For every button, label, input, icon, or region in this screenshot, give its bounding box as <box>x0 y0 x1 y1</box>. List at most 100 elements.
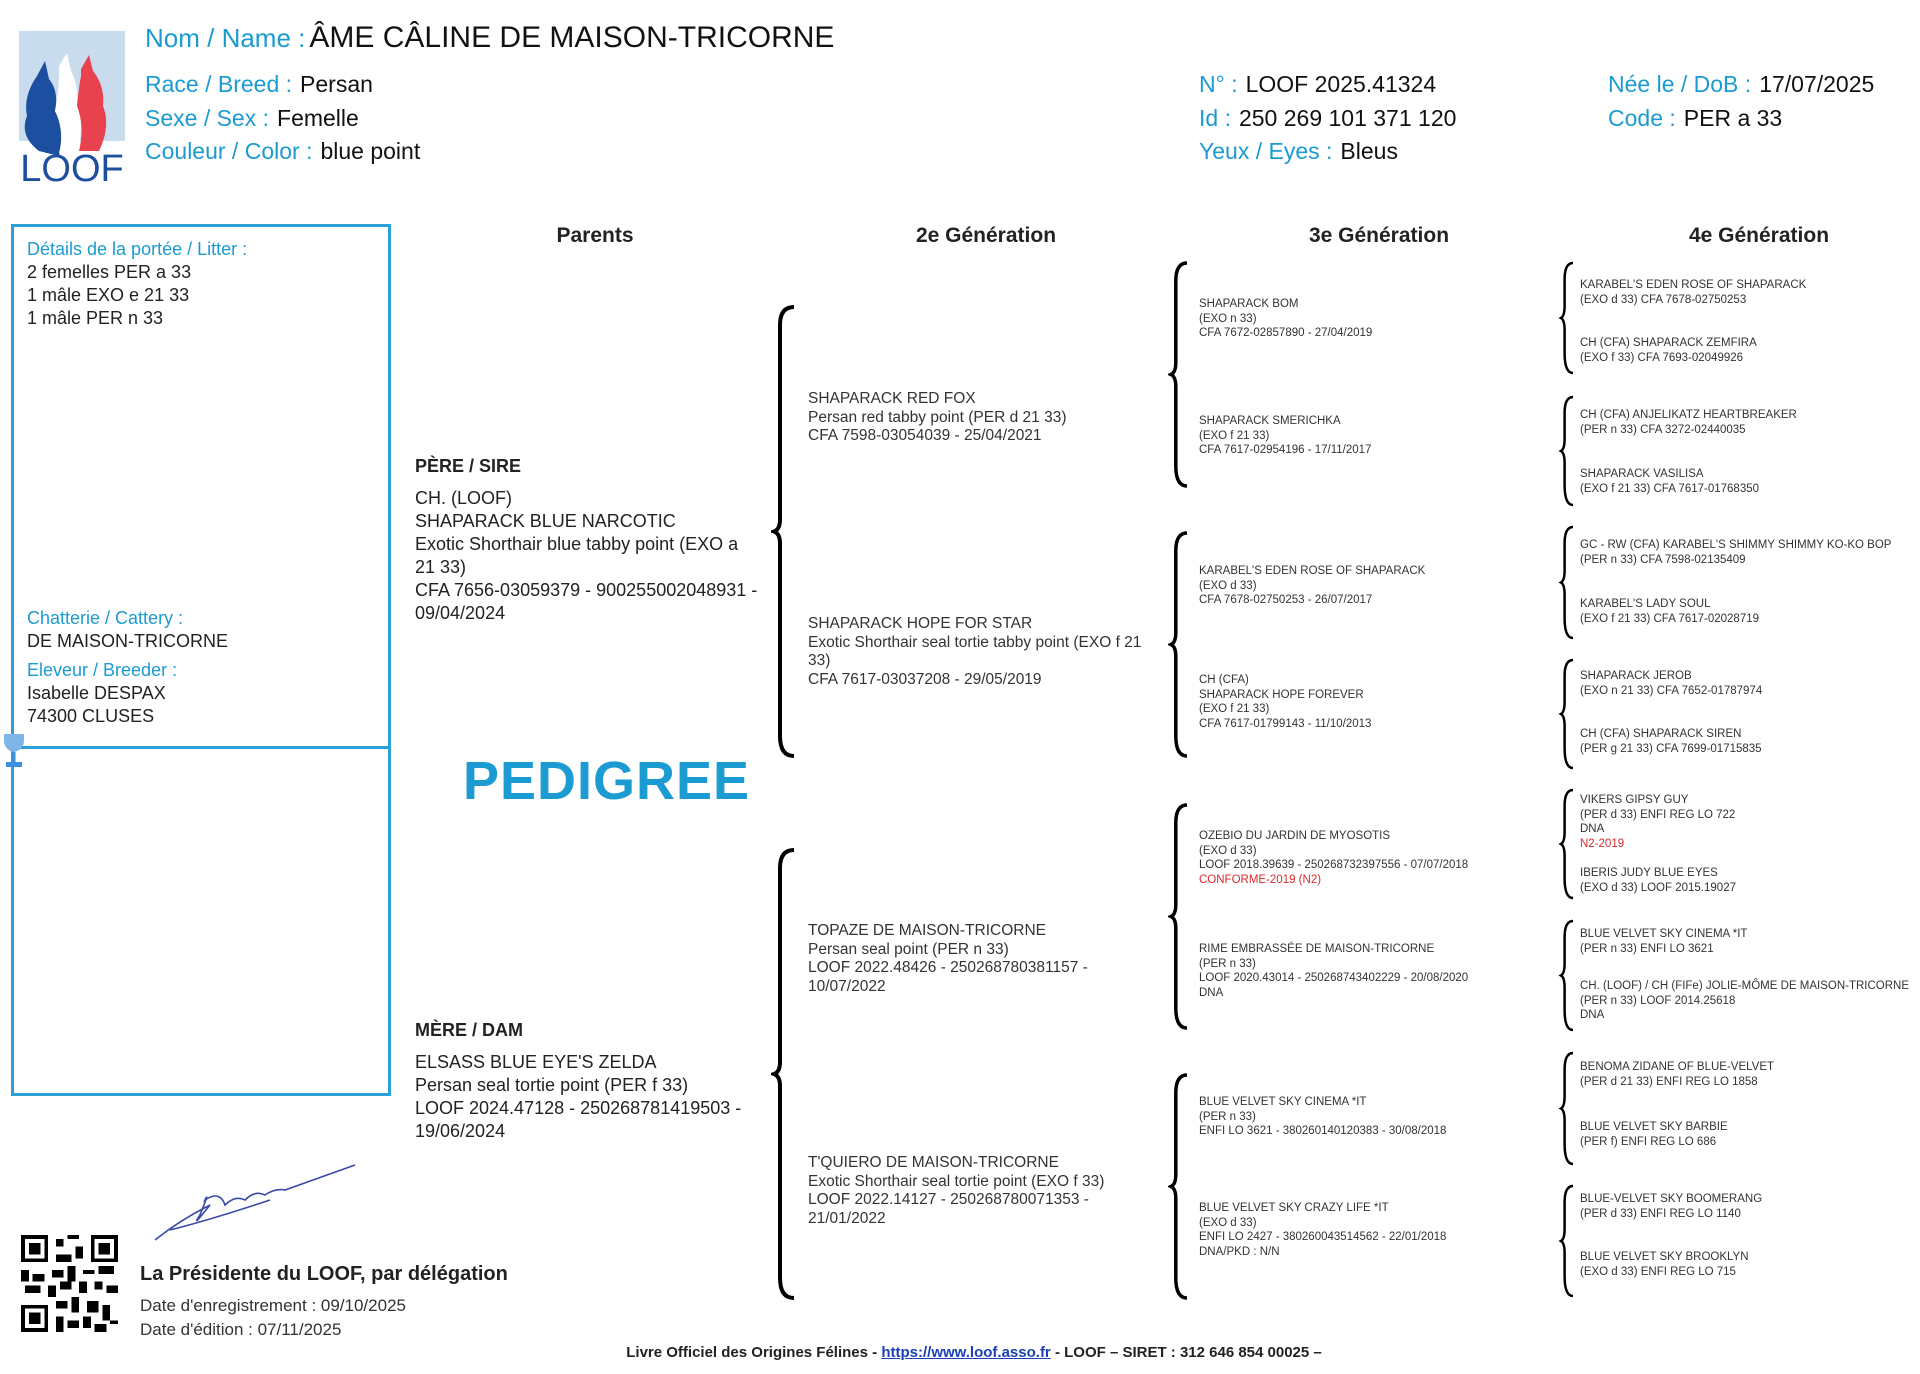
code-label: Code : <box>1608 105 1676 131</box>
column-header-gen3: 3e Génération <box>1308 224 1450 247</box>
cattery-label: Chatterie / Cattery : <box>27 608 184 628</box>
dob-label: Née le / DoB : <box>1608 71 1752 97</box>
gen4-ancestor-line: (EXO f 33) CFA 7693-02049926 <box>1580 351 1744 364</box>
gen4-ancestor-line: BENOMA ZIDANE OF BLUE-VELVET <box>1580 1061 1775 1073</box>
gen3-ancestor: OZEBIO DU JARDIN DE MYOSOTIS(EXO d 33)LO… <box>1199 829 1468 887</box>
gen3-ancestor: CH (CFA)SHAPARACK HOPE FOREVER(EXO f 21 … <box>1199 673 1371 731</box>
gen3-ancestor-line: BLUE VELVET SKY CINEMA *IT <box>1199 1096 1367 1108</box>
color-label: Couleur / Color : <box>145 138 313 164</box>
gen4-ancestor: KARABEL'S LADY SOUL (EXO f 21 33) CFA 761… <box>1580 597 1759 626</box>
gen4-ancestor-line: BLUE VELVET SKY CINEMA *IT <box>1580 928 1748 940</box>
gen4-ancestor: BLUE VELVET SKY BARBIE (PER f) ENFI REG L… <box>1580 1120 1728 1149</box>
gen3-ancestor-line: ENFI LO 3621 - 380260140120383 - 30/08/2… <box>1199 1125 1447 1137</box>
health-note: N2-2019 <box>1580 837 1625 850</box>
gen3-ancestor-line: CFA 7617-01799143 - 11/10/2013 <box>1199 717 1372 730</box>
dam-details: ELSASS BLUE EYE'S ZELDA Persan seal tort… <box>415 1051 760 1143</box>
breed-label: Race / Breed : <box>145 71 293 97</box>
gen3-ancestor-line: CFA 7672-02857890 - 27/04/2019 <box>1199 327 1373 339</box>
gen2-ancestor-line: T'QUIERO DE MAISON-TRICORNE <box>808 1154 1059 1171</box>
gen2-ancestor-line: Exotic Shorthair seal tortie point (EXO … <box>808 1172 1105 1190</box>
sire-title: PÈRE / SIRE <box>415 456 522 476</box>
gen3-ancestor-line: LOOF 2020.43014 - 250268743402229 - 20/0… <box>1199 972 1469 984</box>
dam-line: Persan seal tortie point (PER f 33) <box>415 1075 689 1095</box>
gen2-ancestor-line: CFA 7598-03054039 - 25/04/2021 <box>808 427 1042 444</box>
litter-box: Détails de la portée / Litter : 2 femell… <box>11 224 391 749</box>
breed-row: Race / Breed :Persan <box>145 70 373 98</box>
gen4-ancestor-line: (PER d 21 33) ENFI REG LO 1858 <box>1580 1075 1758 1088</box>
gen4-ancestor: CH (CFA) ANJELIKATZ HEARTBREAKER (PER n 3… <box>1580 408 1797 437</box>
gen4-ancestor-line: DNA <box>1580 1009 1605 1021</box>
gen4-ancestor-line: (EXO f 21 33) CFA 7617-02028719 <box>1580 612 1760 625</box>
column-header-gen4: 4e Génération <box>1688 224 1830 247</box>
gen4-ancestor-line: (EXO d 33) CFA 7678-02750253 <box>1580 293 1747 306</box>
gen4-ancestor-line: CH. (LOOF) / CH (FIFe) JOLIE-MÔME DE MAI… <box>1580 980 1910 992</box>
gen3-ancestor-line: SHAPARACK BOM <box>1199 298 1299 310</box>
gen4-ancestor-line: SHAPARACK JEROB <box>1580 670 1692 682</box>
gen4-ancestor-line: KARABEL'S LADY SOUL <box>1580 598 1711 610</box>
gen3-ancestor-line: CFA 7678-02750253 - 26/07/2017 <box>1199 594 1373 606</box>
loof-logo: LOOF <box>19 31 125 189</box>
gen3-ancestor-line: SHAPARACK HOPE FOREVER <box>1199 688 1364 701</box>
gen4-ancestor-line: (PER f) ENFI REG LO 686 <box>1580 1135 1717 1148</box>
gen2-ancestor-line: TOPAZE DE MAISON-TRICORNE <box>808 922 1046 939</box>
breeder-label: Eleveur / Breeder : <box>27 660 178 680</box>
qr-code <box>21 1235 118 1332</box>
gen3-ancestor: BLUE VELVET SKY CINEMA *IT (PER n 33) ENFI… <box>1199 1095 1446 1139</box>
litter-line: 1 mâle EXO e 21 33 <box>27 285 190 305</box>
gen4-ancestor-line: VIKERS GIPSY GUY <box>1580 794 1689 806</box>
gen3-brace-icon <box>1168 531 1188 758</box>
gen4-ancestor: BENOMA ZIDANE OF BLUE-VELVET (PER d 21 33… <box>1580 1060 1774 1089</box>
gen4-brace-icon <box>1558 395 1574 507</box>
awards-box <box>11 746 391 1096</box>
gen3-ancestor-line: DNA <box>1199 986 1224 999</box>
sex-value: Femelle <box>277 105 359 131</box>
gen4-brace-icon <box>1558 261 1574 375</box>
gen3-ancestor-line: KARABEL'S EDEN ROSE OF SHAPARACK <box>1199 565 1426 577</box>
gen4-ancestor: IBERIS JUDY BLUE EYES (EXO d 33) LOOF 201… <box>1580 866 1736 895</box>
gen4-ancestor-line: BLUE VELVET SKY BARBIE <box>1580 1121 1728 1133</box>
gen4-ancestor-line: (PER n 33) CFA 3272-02440035 <box>1580 423 1746 436</box>
gen4-brace-icon <box>1558 788 1574 900</box>
gen3-brace-icon <box>1168 803 1188 1030</box>
gen4-ancestor-line: (PER n 33) ENFI LO 3621 <box>1580 942 1714 955</box>
gen3-ancestor-line: (EXO d 33) <box>1199 579 1257 592</box>
gen4-ancestor: VIKERS GIPSY GUY (PER d 33) ENFI REG LO 7… <box>1580 793 1735 851</box>
gen4-ancestor-line: (PER g 21 33) CFA 7699-01715835 <box>1580 742 1762 755</box>
gen4-ancestor-line: (EXO d 33) LOOF 2015.19027 <box>1580 881 1736 894</box>
gen3-ancestor-line: BLUE VELVET SKY CRAZY LIFE *IT <box>1199 1202 1389 1214</box>
footer-prefix: Livre Officiel des Origines Félines - <box>626 1344 882 1361</box>
gen4-ancestor-line: CH (CFA) ANJELIKATZ HEARTBREAKER <box>1580 409 1797 421</box>
gen3-ancestor-line: ENFI LO 2427 - 380260043514562 - 22/01/2… <box>1199 1231 1447 1243</box>
gen4-ancestor: CH (CFA) SHAPARACK SIREN(PER g 21 33) CF… <box>1580 727 1762 756</box>
footer-suffix: - LOOF – SIRET : 312 646 854 00025 – <box>1050 1344 1322 1361</box>
gen3-ancestor-line: (EXO n 33) <box>1199 312 1257 325</box>
gen4-ancestor: BLUE-VELVET SKY BOOMERANG(PER d 33) ENFI… <box>1580 1192 1762 1221</box>
gen2-ancestor-line: Persan seal point (PER n 33) <box>808 940 1009 958</box>
gen2-ancestor-line: CFA 7617-03037208 - 29/05/2019 <box>808 670 1042 688</box>
column-header-gen2: 2e Génération <box>915 224 1057 247</box>
gen4-ancestor-line: (PER d 33) ENFI REG LO 722 <box>1580 808 1736 821</box>
gen4-ancestor-line: (PER n 33) CFA 7598-02135409 <box>1580 553 1746 566</box>
gen4-brace-icon <box>1558 919 1574 1032</box>
gen3-ancestor-line: RIME EMBRASSÉE DE MAISON-TRICORNE <box>1199 943 1435 955</box>
gen4-ancestor: SHAPARACK JEROB(EXO n 21 33) CFA 7652-01… <box>1580 669 1762 698</box>
gen3-ancestor: RIME EMBRASSÉE DE MAISON-TRICORNE(PER n … <box>1199 942 1468 1000</box>
gen4-brace-icon <box>1558 1184 1574 1298</box>
id-label: Id : <box>1199 105 1231 131</box>
loof-website-link[interactable]: https://www.loof.asso.fr <box>881 1344 1051 1361</box>
gen4-ancestor-line: (EXO f 21 33) CFA 7617-01768350 <box>1580 482 1760 495</box>
gen3-ancestor-line: CFA 7617-02954196 - 17/11/2017 <box>1199 444 1372 456</box>
gen3-ancestor-line: (PER n 33) <box>1199 1110 1256 1123</box>
dam-brace-icon <box>771 848 795 1300</box>
litter-line: 2 femelles PER a 33 <box>27 262 192 282</box>
number-value: LOOF 2025.41324 <box>1245 71 1437 97</box>
sire-line: Exotic Shorthair blue tabby point (EXO a… <box>415 534 739 577</box>
gen4-ancestor-line: KARABEL'S EDEN ROSE OF SHAPARACK <box>1580 279 1807 291</box>
gen4-ancestor: GC - RW (CFA) KARABEL'S SHIMMY SHIMMY KO… <box>1580 538 1891 567</box>
breeder-name: Isabelle DESPAX <box>27 683 166 703</box>
gen4-ancestor-line: IBERIS JUDY BLUE EYES <box>1580 867 1718 879</box>
name-label: Nom / Name : <box>145 23 306 53</box>
gen3-ancestor-line: (EXO d 33) <box>1199 844 1257 857</box>
